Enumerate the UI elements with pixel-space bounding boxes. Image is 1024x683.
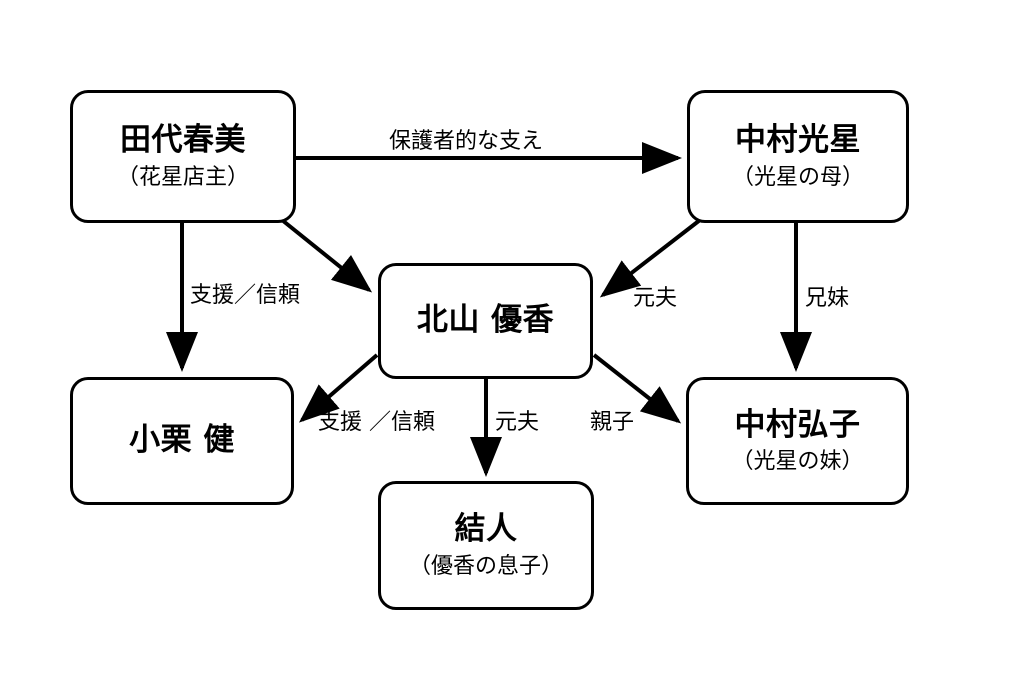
edge-label-motootto-kosei-kitayama: 元夫 (633, 286, 678, 311)
node-title: 小栗 健 (129, 422, 235, 459)
node-yuito[interactable]: 結人 （優香の息子） (378, 481, 594, 610)
node-subtitle: （花星店主） (116, 164, 249, 190)
node-subtitle: （優香の息子） (408, 553, 563, 579)
edge-label-motootto-kitayama-yuito: 元夫 (495, 410, 540, 435)
edge-label-shien-shinrai-kitayama-oguri: 支援 ／信頼 (318, 410, 435, 435)
edge-kitayama-to-hiroko (592, 353, 682, 424)
node-tashiro-harumi[interactable]: 田代春美 （花星店主） (70, 90, 296, 223)
node-title: 田代春美 (120, 122, 246, 159)
edge-kitayama-to-oguri (298, 353, 379, 423)
node-title: 北山 優香 (416, 302, 555, 339)
edge-label-hogosha-teki-na-sasae: 保護者的な支え (389, 129, 544, 154)
node-title: 中村弘子 (734, 406, 861, 443)
edge-label-kyoudai: 兄妹 (805, 286, 850, 311)
node-subtitle: （光星の妹） (731, 449, 864, 475)
node-title: 結人 (454, 511, 518, 548)
edge-label-oyako: 親子 (590, 410, 635, 435)
edge-label-shien-shinrai-tashiro-oguri: 支援／信頼 (190, 283, 301, 308)
edge-kosei-to-kitayama (599, 218, 702, 298)
edge-tashiro-to-kitayama (280, 218, 373, 293)
node-subtitle: （光星の母） (731, 164, 864, 190)
node-title: 中村光星 (735, 122, 861, 159)
node-kitayama-yuka[interactable]: 北山 優香 (378, 263, 593, 379)
node-nakamura-kosei[interactable]: 中村光星 （光星の母） (687, 90, 909, 223)
node-nakamura-hiroko[interactable]: 中村弘子 （光星の妹） (686, 377, 909, 505)
node-oguri-ken[interactable]: 小栗 健 (70, 377, 294, 505)
